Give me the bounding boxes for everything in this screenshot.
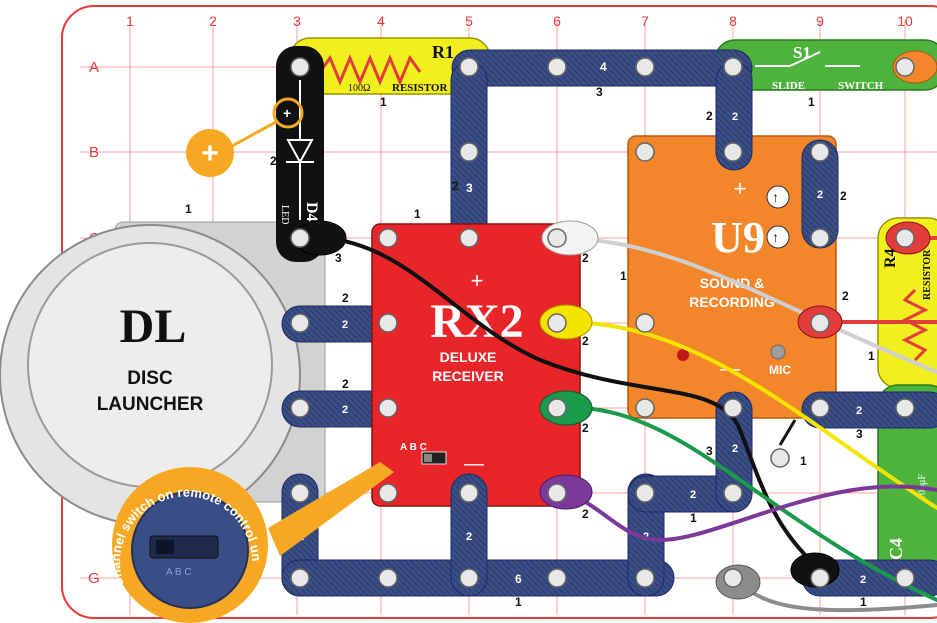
snap-count: 1: [185, 202, 192, 216]
led-name: LED: [279, 205, 290, 224]
switch-s1-designator: S1: [793, 43, 811, 62]
column-label: 4: [377, 13, 385, 29]
snap-count: 1: [808, 95, 815, 109]
snap-count: 3: [335, 251, 342, 265]
wire-f-count: 1: [690, 511, 697, 525]
snap-count: 1: [800, 454, 807, 468]
snap-count: 2: [582, 251, 589, 265]
resistor-r1-name: RESISTOR: [392, 82, 448, 94]
up-arrow-icon: ↑: [772, 229, 779, 245]
switch-s1-type: SLIDE: [772, 80, 805, 92]
resistor-r1-value: 100Ω: [348, 83, 370, 94]
rx2-line2: RECEIVER: [432, 368, 504, 384]
wire-e-right-count: 3: [856, 427, 863, 441]
r4-name: RESISTOR: [922, 249, 933, 300]
snap-count: 2: [840, 189, 847, 203]
wire-dl-d-label: 2: [342, 319, 348, 331]
rx2-plus: +: [471, 268, 484, 293]
snap-count: 1: [380, 95, 387, 109]
u9-mic-label: MIC: [769, 363, 791, 377]
wire-f-mid-label: 2: [466, 531, 472, 543]
rx2-line1: DELUXE: [440, 349, 497, 365]
row-label: B: [89, 144, 99, 161]
wire-col5-label: 3: [466, 181, 473, 195]
wire-row-a-label: 4: [600, 60, 607, 74]
rx2-switch-label: A B C: [400, 442, 427, 453]
disc-launcher-line1: DISC: [127, 368, 173, 389]
wire-row-a-count: 3: [596, 85, 603, 99]
disc-launcher-line2: LAUNCHER: [97, 394, 204, 415]
wire-row-g-label: 6: [515, 572, 522, 586]
remote-switch-knob: [156, 540, 174, 554]
snap-count: 2: [582, 334, 589, 348]
u9-plus: +: [734, 176, 747, 201]
row-label: G: [88, 570, 100, 587]
remote-switch-positions: A B C: [166, 567, 192, 578]
up-arrow-icon: ↑: [772, 189, 779, 205]
snap-count: 2: [270, 154, 277, 168]
wire-col9-label: 2: [817, 189, 823, 201]
u9-line2: RECORDING: [689, 294, 775, 310]
wire-g-right-count: 1: [860, 595, 867, 609]
column-label: 7: [641, 13, 649, 29]
u9-designator: U9: [711, 213, 765, 262]
plus-marker-icon: +: [201, 137, 219, 170]
wire-row-g-count: 1: [515, 595, 522, 609]
column-label: 6: [553, 13, 561, 29]
column-label: 5: [465, 13, 473, 29]
led-polarity: +: [283, 105, 291, 121]
column-label: 8: [729, 13, 737, 29]
snap-count: 2: [582, 507, 589, 521]
snap-count: 1: [414, 207, 421, 221]
column-label: 2: [209, 13, 217, 29]
wire-col8-label: 2: [732, 111, 738, 123]
switch-s1-name: SWITCH: [838, 80, 884, 92]
wire-g-right-label: 2: [860, 574, 866, 586]
column-label: 9: [816, 13, 824, 29]
snap-count: 2: [452, 179, 459, 193]
snap-count: 2: [842, 289, 849, 303]
column-label: 10: [897, 13, 913, 29]
row-label: A: [89, 59, 99, 76]
snap-count: 1: [868, 349, 875, 363]
column-label: 3: [293, 13, 301, 29]
rx2-channel-switch-knob[interactable]: [424, 454, 432, 462]
wire-f-label: 2: [690, 489, 696, 501]
wire-dl-e-label: 2: [342, 404, 348, 416]
column-label: 1: [126, 13, 134, 29]
wire-e-right-label: 2: [856, 405, 862, 417]
disc-launcher-designator: DL: [120, 300, 187, 353]
u9-mic-icon: [771, 345, 785, 359]
wire-f-mid3-label: 2: [732, 443, 738, 455]
snap-count: 2: [706, 109, 713, 123]
resistor-r1-designator: R1: [432, 42, 454, 62]
snap-count: 1: [620, 269, 627, 283]
wire-dl-d-count: 2: [342, 291, 349, 305]
snap-count: 3: [706, 444, 713, 458]
c4-designator: C4: [886, 538, 906, 560]
led-designator: D4: [303, 202, 320, 222]
rx2-minus: —: [464, 453, 484, 475]
snap-count: 2: [582, 421, 589, 435]
wire-dl-e-count: 2: [342, 377, 349, 391]
